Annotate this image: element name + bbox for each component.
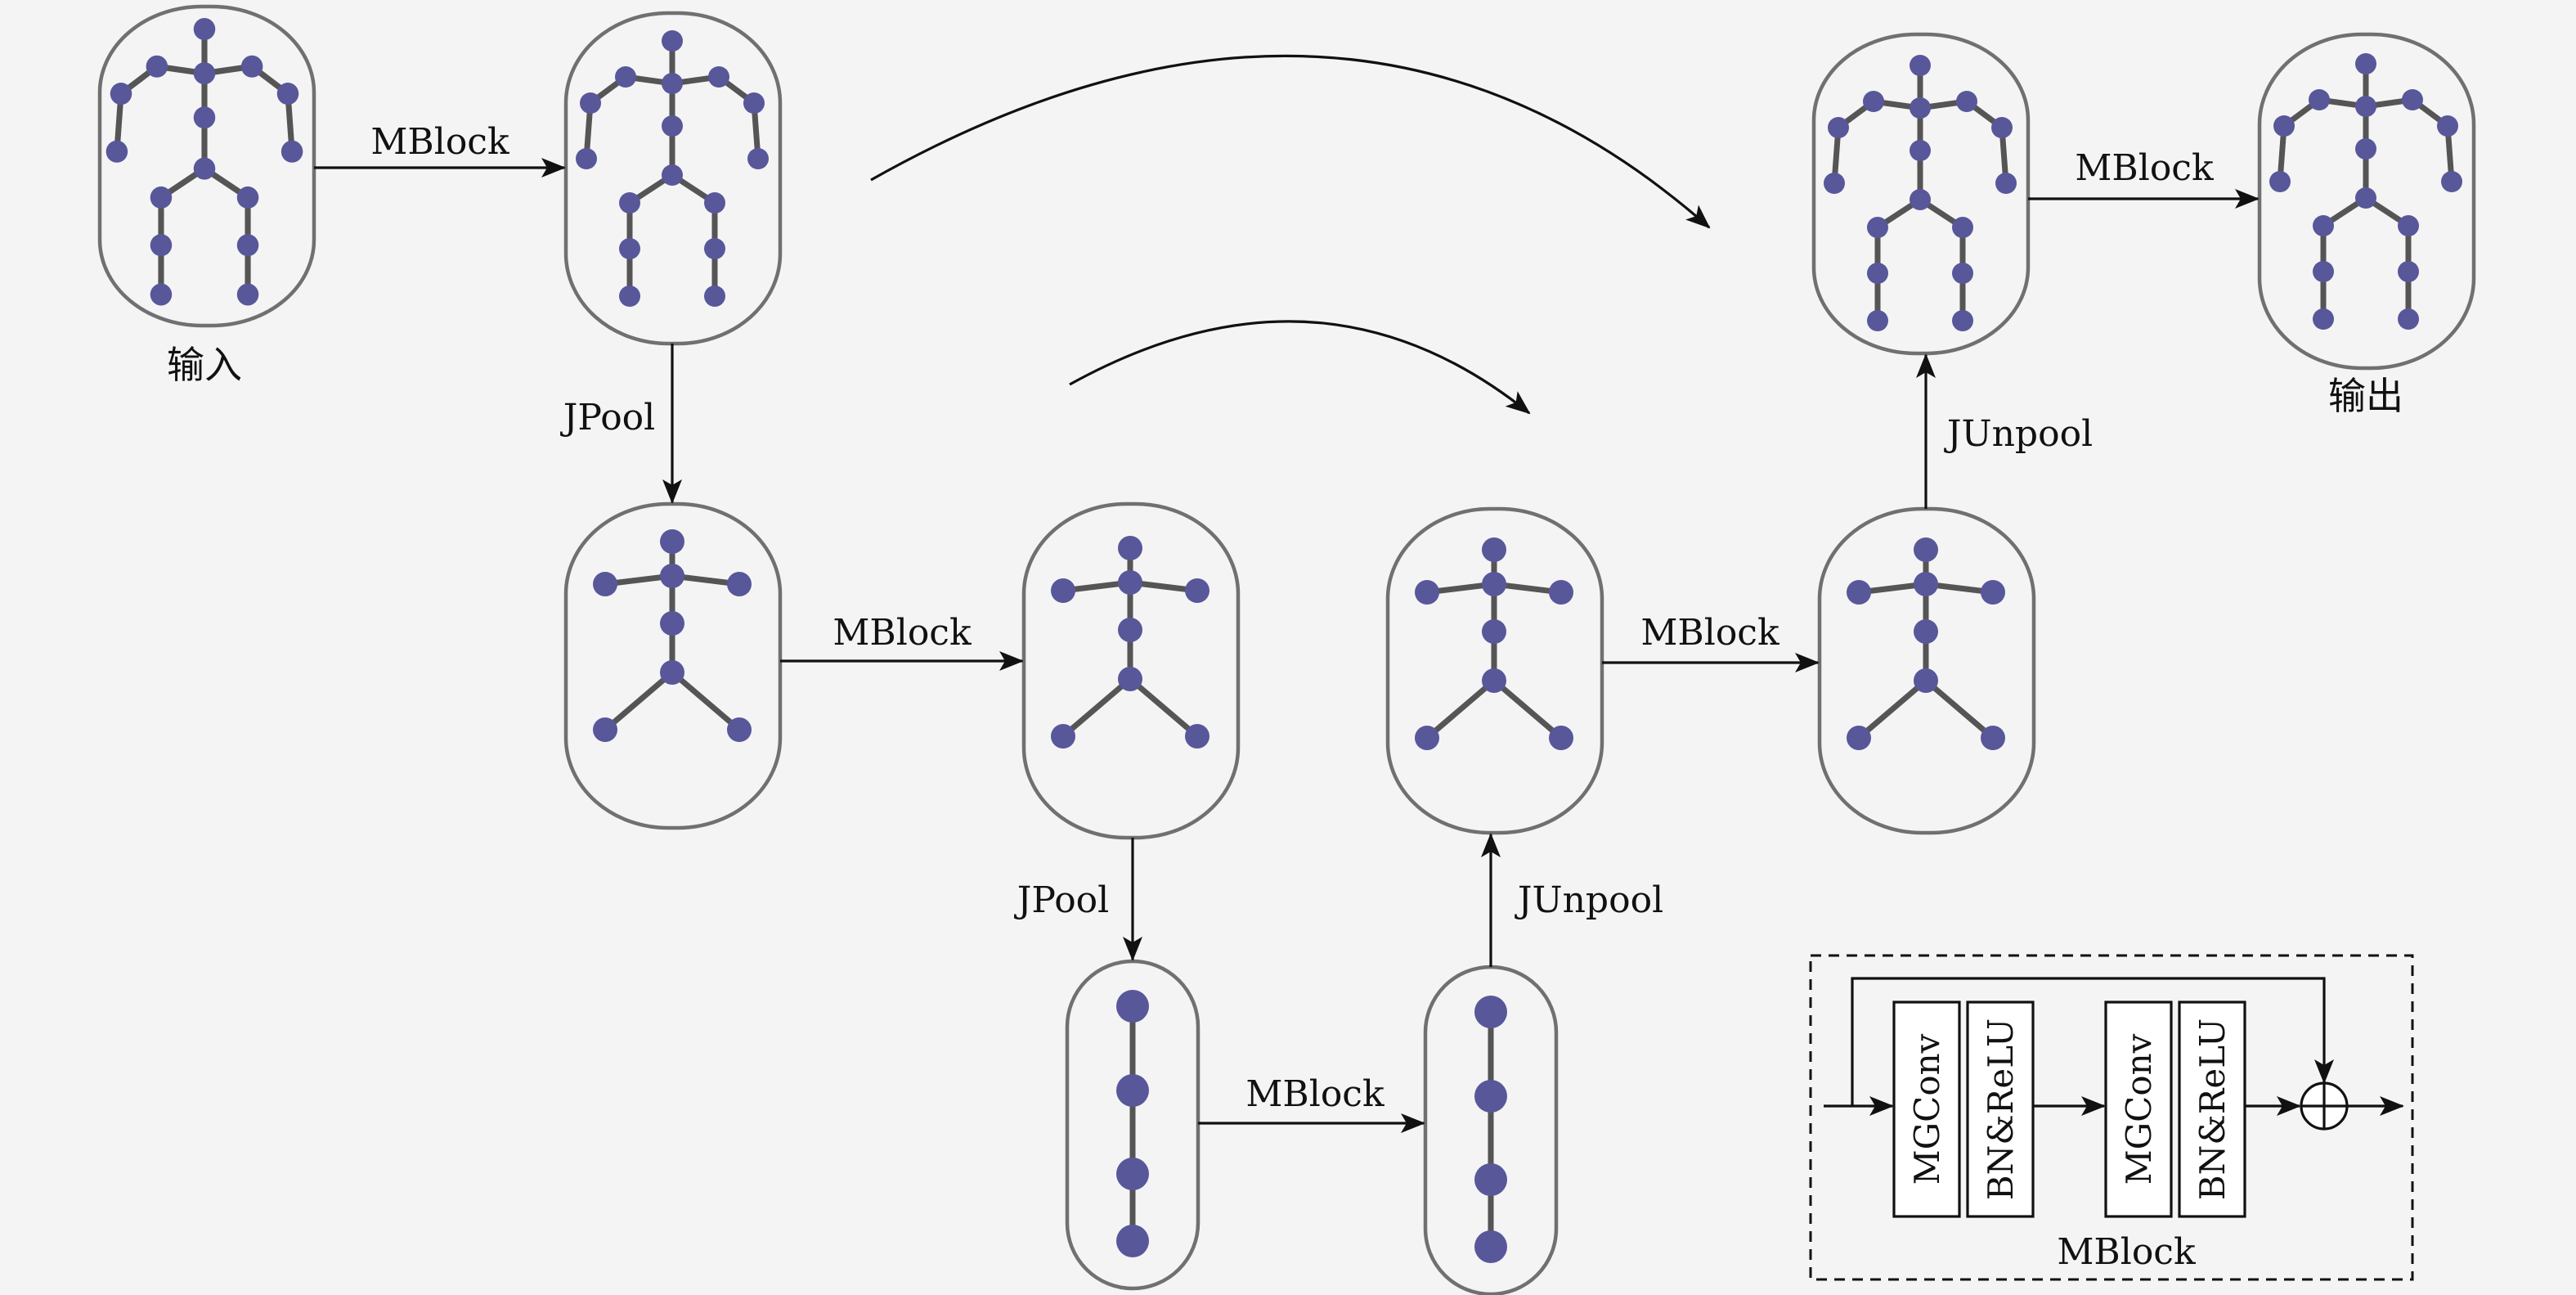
encoder-skeleton-2: [563, 501, 783, 830]
junpool-label-2: JUnpool: [1944, 413, 2093, 455]
legend-bn-text-1: BN&ReLU: [1981, 1018, 2021, 1200]
mblock-label-4: MBlock: [1640, 612, 1779, 654]
decoder-skeleton-1: [1811, 32, 2031, 356]
output-skeleton: [2257, 32, 2476, 371]
legend-bn-box-1: [1966, 1000, 2035, 1218]
skip-connection-inner: [1069, 320, 1531, 415]
legend-bn-box-2: [2178, 1000, 2246, 1218]
input-label: 输入: [167, 343, 242, 387]
decoder-skeleton-3: [1817, 506, 2036, 835]
skip-connection-outer: [870, 54, 1711, 229]
bottleneck-skeleton-2: [1423, 965, 1559, 1295]
mblock-label-3: MBlock: [1245, 1073, 1384, 1115]
legend-mgconv-box-1: [1892, 1000, 1961, 1218]
legend-sum-icon: [2300, 1081, 2349, 1131]
legend-residual-path: [1851, 977, 2334, 1106]
legend-mgconv-box-2: [2104, 1000, 2173, 1218]
decoder-skeleton-2: [1385, 506, 1604, 835]
legend-frame: [1809, 954, 2414, 1281]
encoder-skeleton-1: [563, 11, 783, 346]
encoder-skeleton-3: [1021, 501, 1241, 840]
junpool-label-1: JUnpool: [1515, 879, 1663, 921]
bottleneck-skeleton-1: [1065, 959, 1200, 1291]
legend-title: MBlock: [2057, 1231, 2196, 1273]
output-label: 输出: [2328, 374, 2403, 418]
mblock-legend: MGConv BN&ReLU MGConv BN&ReLU MBlock: [1809, 954, 2414, 1281]
mblock-label-5: MBlock: [2075, 147, 2214, 189]
jpool-label-2: JPool: [1014, 879, 1110, 921]
mblock-label-2: MBlock: [832, 612, 972, 654]
legend-mgconv-text-1: MGConv: [1907, 1033, 1947, 1185]
legend-mgconv-text-2: MGConv: [2119, 1033, 2159, 1185]
jpool-label-1: JPool: [560, 397, 656, 438]
legend-bn-text-2: BN&ReLU: [2192, 1018, 2233, 1200]
mblock-label-1: MBlock: [370, 121, 509, 163]
input-skeleton: [97, 4, 316, 328]
